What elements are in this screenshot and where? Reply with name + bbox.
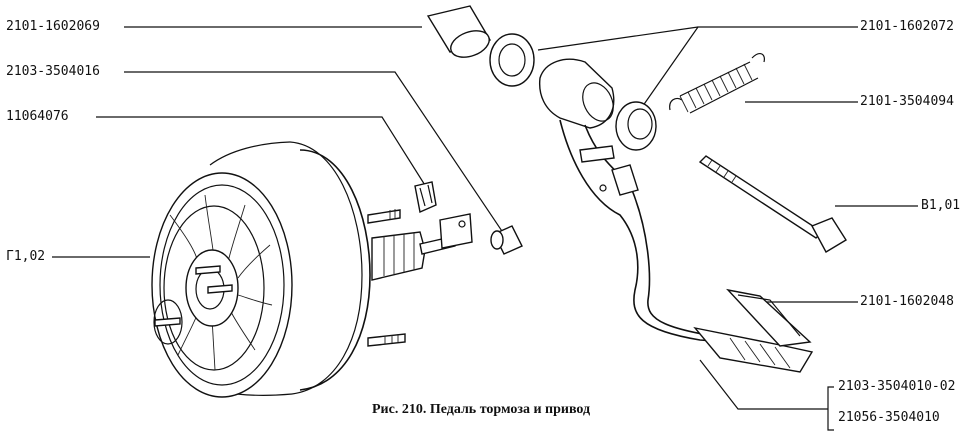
label-2101-1602072: 2101-1602072 bbox=[860, 19, 954, 34]
label-2101-3504094: 2101-3504094 bbox=[860, 94, 954, 109]
stud-front-2 bbox=[207, 284, 233, 294]
label-2103-3504016: 2103-3504016 bbox=[6, 64, 100, 79]
label-2103-3504010-02: 2103-3504010-02 bbox=[838, 379, 956, 394]
label-2101-1602048: 2101-1602048 bbox=[860, 294, 954, 309]
booster-rear-shell bbox=[299, 149, 371, 391]
label-21056-3504010: 21056-3504010 bbox=[838, 410, 940, 425]
pivot-bolt bbox=[698, 155, 847, 253]
pedal-assembly bbox=[426, 5, 847, 373]
pedal-stop-bracket bbox=[611, 164, 639, 196]
pedal-hub bbox=[538, 58, 615, 129]
stud-rear-2 bbox=[367, 333, 406, 347]
label-11064076: 11064076 bbox=[6, 109, 69, 124]
clevis-clip bbox=[414, 181, 437, 213]
stud-front-3 bbox=[154, 317, 181, 327]
pedal-pin-slot bbox=[579, 145, 615, 163]
leader-lines bbox=[52, 26, 918, 431]
leader-r5 bbox=[699, 359, 828, 410]
sleeve-lower bbox=[615, 101, 657, 151]
return-spring bbox=[669, 53, 765, 114]
stud-front-1 bbox=[195, 265, 221, 275]
label-2101-1602069: 2101-1602069 bbox=[6, 19, 100, 34]
label-v1-01: В1,01 bbox=[921, 198, 961, 213]
clevis bbox=[439, 213, 473, 249]
pushrod-boot bbox=[371, 231, 426, 281]
leader-l2 bbox=[124, 71, 513, 247]
pedal-pad-cover bbox=[726, 288, 812, 347]
bracket-bottom bbox=[827, 409, 834, 431]
label-g1-02: Г1,02 bbox=[6, 249, 46, 264]
figure-caption: Рис. 210. Педаль тормоза и привод bbox=[372, 402, 591, 417]
pedal-pad bbox=[693, 326, 814, 373]
pedal-arm-front bbox=[559, 119, 771, 346]
stud-rear-1 bbox=[367, 209, 401, 224]
leader-r1b bbox=[537, 26, 699, 51]
leader-l3 bbox=[96, 116, 429, 191]
bracket-top bbox=[827, 386, 834, 409]
brake-booster bbox=[151, 141, 523, 398]
sleeve-upper bbox=[489, 33, 535, 87]
leader-r1a bbox=[639, 26, 858, 111]
